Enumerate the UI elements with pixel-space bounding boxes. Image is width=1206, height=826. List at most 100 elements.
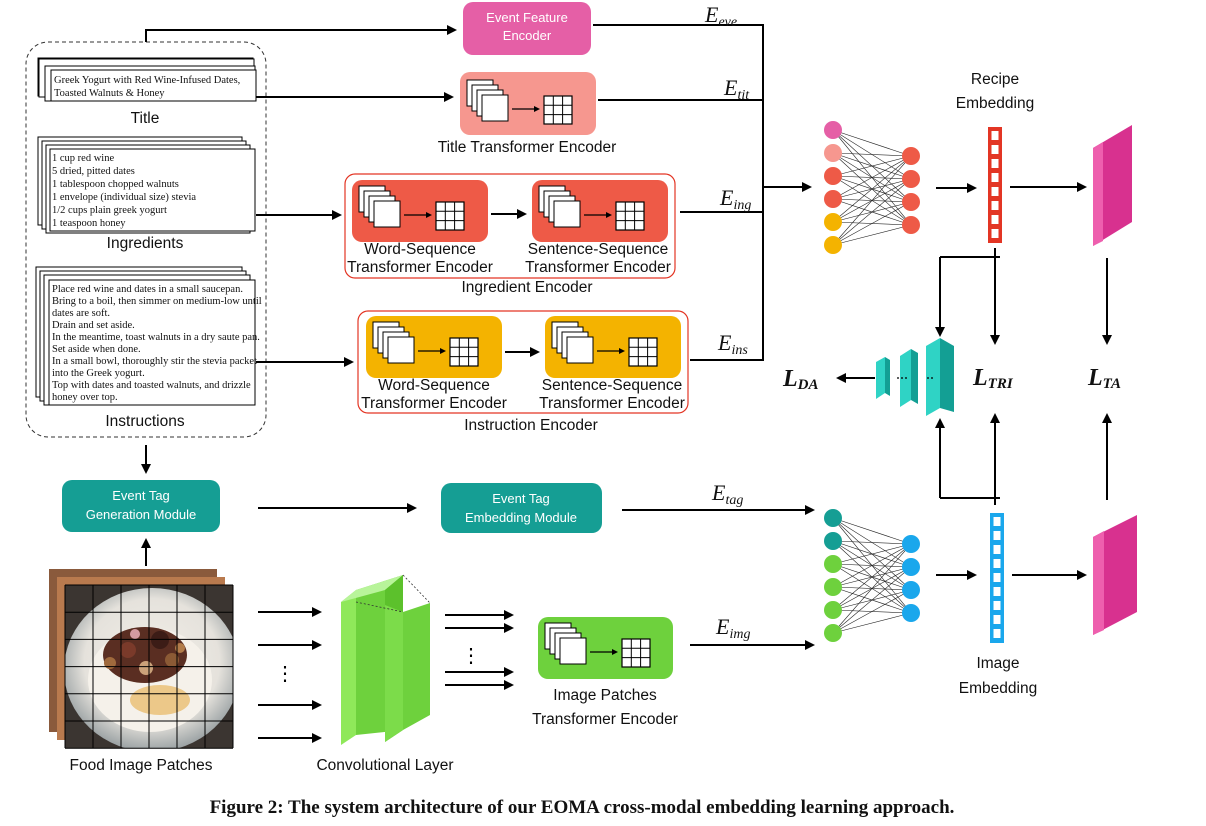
instruction-encoder-label: Instruction Encoder — [464, 417, 598, 434]
image-embedding-label: Embedding — [959, 680, 1037, 697]
instruction-line: honey over top. — [52, 392, 118, 403]
net-connection — [832, 540, 912, 545]
instructions-card-stack: Place red wine and dates in a small sauc… — [35, 266, 262, 406]
event-tag-generation-box — [62, 480, 220, 532]
net-output-node — [902, 558, 920, 576]
event-feature-connector — [145, 25, 457, 42]
ingredient-line: 1 cup red wine — [52, 153, 114, 164]
loss-da: LDA — [782, 366, 819, 393]
instruction-line: Top with dates and toasted walnuts, and … — [52, 380, 251, 391]
net-output-node — [902, 147, 920, 165]
net-input-node — [824, 144, 842, 162]
vector-cell — [993, 573, 1001, 582]
net-output-node — [902, 581, 920, 599]
vector-cell — [993, 531, 1001, 540]
convolutional-layer — [341, 574, 431, 745]
ingredients-card-stack: 1 cup red wine 5 dried, pitted dates 1 t… — [37, 136, 256, 234]
convolutional-layer-label: Convolutional Layer — [316, 757, 453, 774]
net-connection — [832, 543, 912, 565]
vector-cell — [993, 587, 1001, 596]
instruction-line: Set aside when done. — [52, 344, 141, 355]
net-output-node — [902, 193, 920, 211]
conv-dots: ⋮ — [461, 645, 481, 667]
recipe-net-outputs — [902, 147, 920, 234]
net-input-node — [824, 601, 842, 619]
net-connection — [832, 543, 912, 634]
figure-caption: Figure 2: The system architecture of our… — [210, 797, 955, 818]
vector-cell — [993, 601, 1001, 610]
title-card-line: Greek Yogurt with Red Wine-Infused Dates… — [54, 75, 240, 86]
title-card-line: Toasted Walnuts & Honey — [54, 88, 165, 99]
net-output-node — [902, 216, 920, 234]
net-output-node — [902, 535, 920, 553]
instruction-word-seq-label: Word-Sequence — [378, 377, 490, 394]
vector-cell — [993, 559, 1001, 568]
ingredient-line: 1 envelope (individual size) stevia — [52, 192, 196, 203]
symbol-e-ins: Eins — [717, 330, 748, 358]
net-input-node — [824, 532, 842, 550]
recipe-embedding-vector — [988, 127, 1002, 243]
instruction-line: Bring to a boil, then simmer on medium-l… — [52, 296, 262, 307]
vector-cell — [993, 615, 1001, 624]
net-input-node — [824, 190, 842, 208]
title-label: Title — [131, 110, 160, 127]
symbol-e-tit: Etit — [723, 75, 750, 103]
recipe-embedding-label: Embedding — [956, 95, 1034, 112]
net-connection — [832, 612, 912, 634]
instruction-sent-seq-label: Sentence-Sequence — [542, 377, 682, 394]
net-connection — [832, 224, 912, 246]
net-input-node — [824, 509, 842, 527]
symbol-e-tag: Etag — [711, 480, 743, 508]
ingredient-line: 1 teaspoon honey — [52, 218, 126, 229]
image-net-inputs — [824, 509, 842, 642]
image-embedding-label: Image — [976, 655, 1019, 672]
net-connection — [832, 201, 912, 246]
instruction-line: Place red wine and dates in a small sauc… — [52, 284, 243, 295]
event-tag-generation-label: Event Tag — [112, 488, 170, 503]
ingredient-line: 1 tablespoon chopped walnuts — [52, 179, 179, 190]
title-transformer-label: Title Transformer Encoder — [438, 139, 617, 156]
ingredient-word-seq-label: Transformer Encoder — [347, 259, 493, 276]
net-connection — [832, 178, 912, 246]
vector-cell — [991, 201, 999, 210]
loss-ta: LTA — [1087, 365, 1121, 392]
image-net-connections — [832, 517, 912, 634]
instruction-line: dates are soft. — [52, 308, 110, 319]
vector-cell — [991, 173, 999, 182]
instruction-line: In the meantime, toast walnuts in a dry … — [52, 332, 260, 343]
net-connection — [832, 155, 912, 177]
vector-cell — [993, 629, 1001, 638]
instruction-word-seq-label: Transformer Encoder — [361, 395, 507, 412]
event-tag-generation-label: Generation Module — [86, 507, 197, 522]
ingredient-encoder-label: Ingredient Encoder — [462, 279, 593, 296]
net-connection — [832, 517, 912, 545]
image-embedding-vector — [990, 513, 1004, 643]
recipe-embedding-label: Recipe — [971, 71, 1019, 88]
image-ta-block — [1093, 515, 1137, 635]
net-input-node — [824, 121, 842, 139]
vector-cell — [991, 229, 999, 238]
discriminator-blocks — [876, 338, 954, 416]
food-image-patches — [49, 569, 234, 749]
recipe-net-connections — [832, 129, 912, 246]
symbol-e-ing: Eing — [719, 185, 751, 213]
vector-cell — [991, 145, 999, 154]
net-output-node — [902, 604, 920, 622]
instruction-line: In a small bowl, thoroughly stir the ste… — [52, 356, 257, 367]
event-feature-encoder-box — [463, 2, 591, 55]
net-connection — [832, 152, 912, 157]
image-patches-encoder-label: Transformer Encoder — [532, 711, 678, 728]
recipe-ta-block — [1093, 125, 1132, 246]
net-connection — [832, 543, 912, 611]
image-patches-encoder-label: Image Patches — [553, 687, 657, 704]
instructions-label: Instructions — [105, 413, 185, 430]
net-connection — [832, 155, 912, 200]
net-connection — [832, 543, 912, 588]
ingredient-encoder-frame — [344, 173, 676, 279]
patch-dots: ⋮ — [275, 663, 295, 685]
net-input-node — [824, 624, 842, 642]
instruction-line: into the Greek yogurt. — [52, 368, 145, 379]
ingredient-word-seq-label: Word-Sequence — [364, 241, 476, 258]
ingredient-sent-seq-label: Sentence-Sequence — [528, 241, 668, 258]
